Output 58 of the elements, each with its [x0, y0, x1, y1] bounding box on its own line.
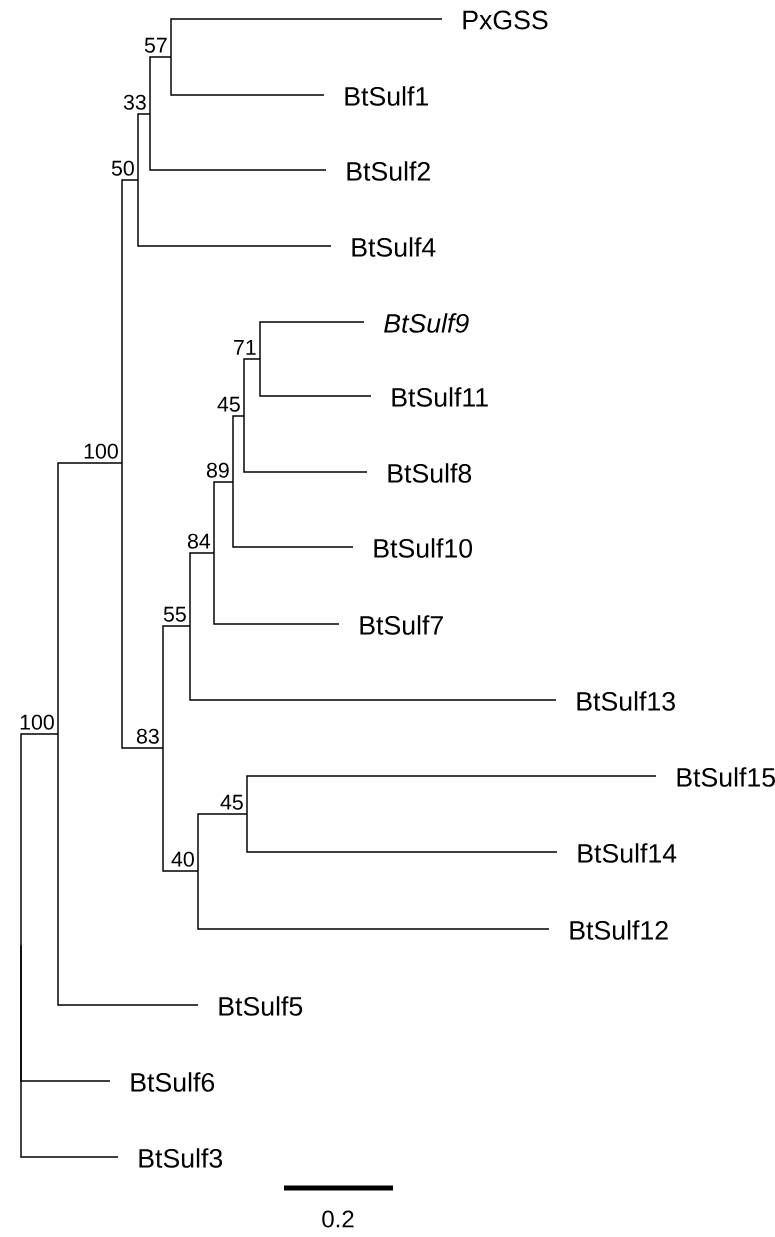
taxon-label: BtSulf11: [392, 387, 488, 407]
taxon-label: BtSulf9: [384, 313, 469, 333]
bootstrap-value: 50: [111, 160, 134, 176]
bootstrap-value: 57: [144, 37, 167, 53]
taxon-label: BtSulf6: [131, 1072, 215, 1092]
bootstrap-value: 40: [171, 851, 194, 867]
taxon-label: BtSulf7: [360, 615, 443, 635]
bootstrap-value: 55: [163, 606, 186, 622]
branch-line: [170, 18, 443, 58]
bootstrap-value: 33: [123, 94, 146, 110]
bootstrap-value: 100: [84, 443, 118, 459]
branch-line: [162, 747, 199, 872]
taxon-label: BtSulf8: [388, 463, 472, 483]
taxon-label: BtSulf5: [219, 996, 303, 1016]
branch-line: [246, 813, 558, 853]
branch-line: [137, 113, 151, 181]
bootstrap-value: 45: [220, 794, 243, 810]
branch-line: [213, 552, 340, 625]
branch-line: [259, 358, 372, 397]
taxon-label: BtSulf13: [577, 691, 675, 711]
taxon-label: BtSulf10: [374, 538, 472, 558]
bootstrap-value: 71: [234, 340, 256, 355]
taxon-label: BtSulf14: [578, 843, 677, 863]
scale-label: 0.2: [322, 1210, 354, 1228]
bootstrap-value: 84: [187, 533, 211, 549]
branch-line: [246, 775, 657, 815]
branch-line: [213, 481, 234, 554]
bootstrap-value: 89: [206, 462, 229, 478]
branch-line: [149, 56, 172, 115]
bootstrap-value: 100: [20, 714, 54, 730]
taxon-label: BtSulf15: [677, 767, 775, 787]
branch-line: [243, 358, 261, 417]
branch-line: [20, 945, 119, 1158]
taxon-label: PxGSS: [463, 10, 548, 30]
bootstrap-value: 83: [136, 728, 159, 744]
branch-line: [170, 56, 325, 96]
taxon-label: BtSulf1: [345, 86, 428, 106]
branch-line: [20, 733, 59, 947]
branch-line: [149, 113, 327, 171]
branch-line: [121, 179, 139, 464]
branch-line: [189, 552, 215, 627]
taxon-label: BtSulf3: [139, 1148, 223, 1168]
branch-line: [197, 813, 248, 872]
branch-line: [232, 481, 354, 548]
branch-line: [137, 179, 332, 247]
branch-line: [243, 415, 368, 473]
taxon-label: BtSulf12: [570, 920, 668, 940]
branch-line: [259, 321, 365, 360]
branch-line: [189, 625, 557, 701]
taxon-label: BtSulf4: [352, 237, 436, 257]
bootstrap-value: 45: [217, 396, 240, 412]
branch-line: [162, 625, 191, 749]
branch-line: [57, 462, 123, 735]
branch-line: [232, 415, 245, 483]
branch-line: [57, 733, 199, 1006]
branch-line: [121, 462, 164, 749]
branch-line: [197, 870, 550, 930]
taxon-label: BtSulf2: [347, 161, 430, 181]
